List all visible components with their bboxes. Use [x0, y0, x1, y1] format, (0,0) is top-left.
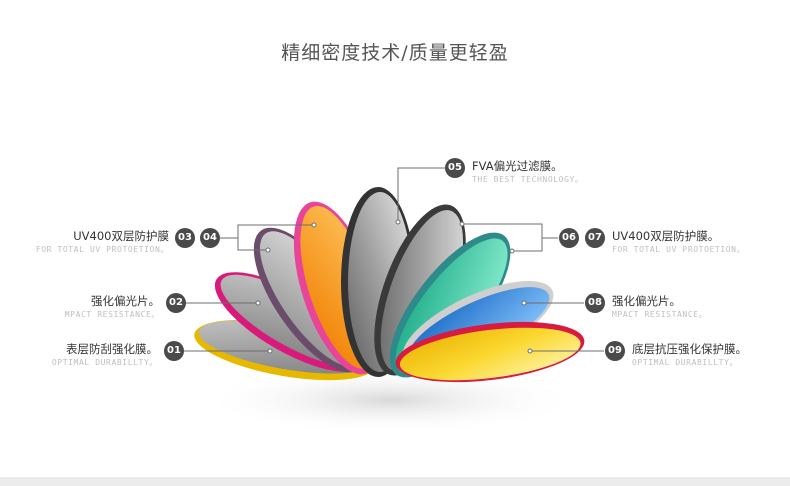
badge-07: 07: [585, 228, 605, 248]
label-02-main: 强化偏光片。: [91, 294, 160, 308]
lens-09-yellow: [395, 321, 585, 383]
badge-02: 02: [166, 293, 186, 313]
label-0304-sub: FOR TOTAL UV PROTOETION。: [35, 245, 169, 254]
badge-08: 08: [585, 293, 605, 313]
label-05-sub: THE BEST TECHNOLOGY。: [472, 175, 584, 184]
badge-09: 09: [605, 341, 625, 361]
page-title: 精细密度技术/质量更轻盈: [281, 42, 509, 64]
footer-divider: [0, 477, 790, 486]
badge-01: 01: [164, 341, 184, 361]
label-01-sub: OPTIMAL DURABILLTY。: [51, 358, 158, 367]
label-09-sub: OPTIMAL DURABILLTY。: [632, 358, 739, 367]
badge-06: 06: [559, 228, 579, 248]
label-01-main: 表层防刮强化膜。: [66, 342, 158, 356]
lens-shadow: [200, 366, 580, 434]
label-02-sub: MPACT RESISTANCE。: [64, 310, 160, 319]
label-0607-main: UV400双层防护膜。: [612, 229, 720, 243]
label-08-sub: MPACT RESISTANCE。: [612, 310, 708, 319]
label-0607-sub: FOR TOTAL UV PROTOETION。: [612, 245, 746, 254]
badge-04: 04: [200, 228, 220, 248]
label-09-main: 底层抗压强化保护膜。: [632, 342, 747, 356]
label-05-main: FVA偏光过滤膜。: [472, 159, 563, 173]
badge-05: 05: [445, 158, 465, 178]
label-0304-main: UV400双层防护膜: [73, 229, 169, 243]
badge-03: 03: [175, 228, 195, 248]
label-08-main: 强化偏光片。: [612, 294, 681, 308]
connector-lines: [184, 167, 604, 354]
